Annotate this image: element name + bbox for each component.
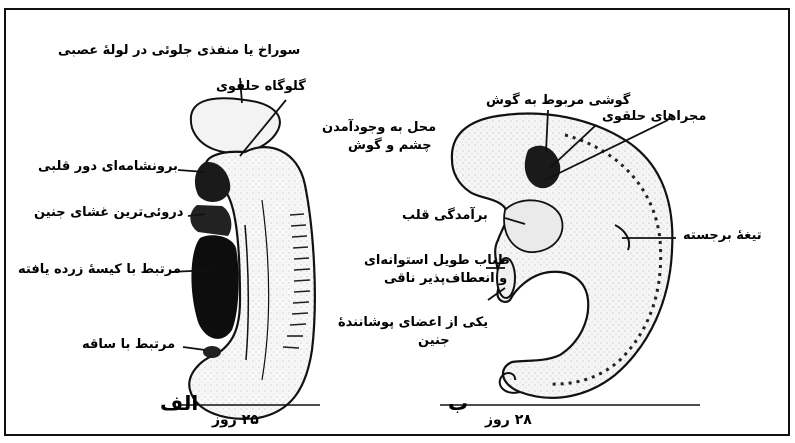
label-amnion: دروئی‌ترین غشای جنین [34, 206, 183, 221]
label-connecting-stalk: مرتبط با ساقه [82, 338, 175, 353]
panel-b-letter: ب [448, 392, 468, 415]
panel-a-letter: الف [160, 392, 198, 415]
embryo-a-head [191, 98, 280, 153]
label-neuropore: سوراخ یا منفذی جلوئی در لولهٔ عصبی [58, 44, 300, 59]
panel-a-age: ۲۵ روز [212, 412, 259, 428]
embryo-a-yolk-sac [191, 235, 238, 339]
embryo-b-heart [504, 200, 562, 252]
label-yolk-sac: مرتبط با کیسهٔ زرده یافته [18, 263, 181, 278]
label-origin-line2: چشم و گوش [348, 139, 432, 154]
label-otic: گوشی مربوط به گوش [486, 94, 630, 109]
label-ridge: تیغهٔ برجسته [683, 229, 762, 244]
label-pharyngeal-arch: گلوگاه حلقوی [216, 80, 306, 95]
label-heart-bulge: برآمدگی قلب [402, 209, 488, 224]
label-cord-line2: و انعطاف‌پذیر ناقی [384, 272, 507, 287]
label-pericardial-bulge: برونشامه‌ای دور قلبی [38, 160, 178, 175]
label-cord-line1: طناب طویل استوانه‌ای [364, 254, 510, 269]
panel-b-age: ۲۸ روز [485, 412, 532, 428]
embryo-25-days [180, 98, 320, 419]
label-membrane-line2: جنین [418, 334, 450, 349]
embryo-a-amnion [190, 205, 231, 236]
label-membrane-line1: یکی از اعضای پوشانندهٔ [338, 316, 488, 331]
embryo-a-stalk-spot [203, 346, 221, 358]
label-pharyngeal-channels: مجراهای حلقوی [602, 110, 706, 125]
label-origin-line1: محل به وجودآمدن [322, 121, 436, 136]
